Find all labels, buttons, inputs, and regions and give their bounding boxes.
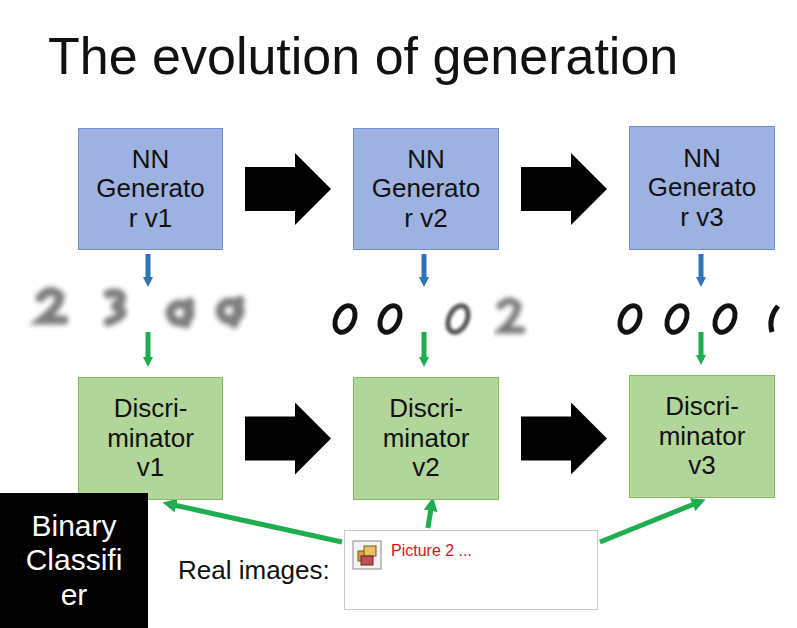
block-arrow bbox=[245, 403, 331, 475]
discriminator-box: Discri- minator v1 bbox=[78, 377, 223, 500]
block-arrow bbox=[245, 153, 331, 225]
blurry-digits bbox=[40, 291, 240, 324]
node-text: Binary Classifi er bbox=[18, 509, 130, 613]
blue-arrows bbox=[148, 254, 701, 282]
text-label: Real images: bbox=[178, 556, 330, 586]
node-text: NN Generato r v2 bbox=[369, 145, 484, 233]
generator-box: NN Generato r v2 bbox=[353, 128, 499, 250]
arrow-line bbox=[428, 504, 432, 528]
node-text: Picture 2 ... bbox=[391, 541, 587, 562]
digit-zeros bbox=[616, 303, 778, 336]
generator-box: NN Generato r v3 bbox=[629, 126, 775, 250]
node-text: NN Generato r v3 bbox=[645, 144, 760, 232]
block-arrow bbox=[521, 403, 607, 475]
diagram-title: The evolution of generation bbox=[48, 26, 678, 86]
arrow-line bbox=[169, 504, 342, 542]
discriminator-box: Discri- minator v3 bbox=[629, 375, 775, 498]
discriminator-box: Discri- minator v2 bbox=[353, 377, 499, 500]
block-arrow bbox=[521, 153, 607, 225]
node-text: Discri- minator v3 bbox=[645, 392, 760, 480]
arrow-line bbox=[600, 502, 699, 542]
generator-box: NN Generato r v1 bbox=[78, 128, 223, 250]
green-arrows bbox=[148, 332, 701, 362]
blurry-digit bbox=[500, 301, 522, 330]
node-text: Discri- minator v2 bbox=[369, 394, 484, 482]
picture-icon bbox=[351, 539, 383, 571]
node-text: Discri- minator v1 bbox=[93, 394, 208, 482]
classifier-box: Binary Classifi er bbox=[0, 493, 148, 628]
image-placeholder: Picture 2 ... bbox=[344, 530, 598, 610]
node-text: NN Generato r v1 bbox=[93, 145, 208, 233]
digit-zeros bbox=[331, 303, 472, 336]
